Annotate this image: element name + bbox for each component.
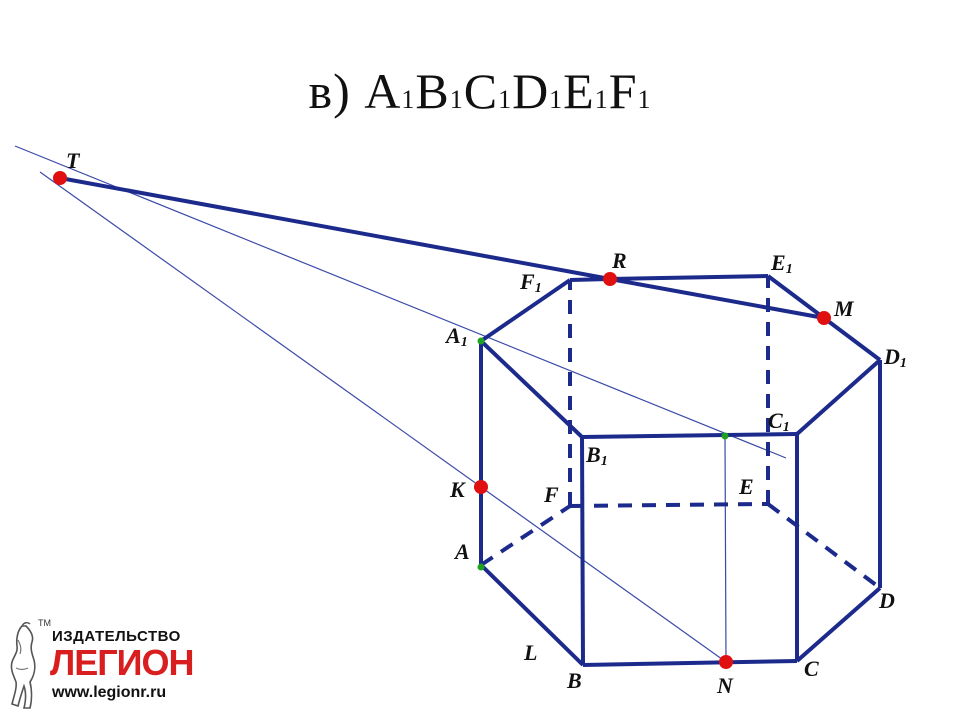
point-A: [477, 563, 485, 571]
edge-B1-C1: [581, 432, 798, 439]
logo-publisher-label: ИЗДАТЕЛЬСТВО: [52, 628, 181, 645]
edge-E-D: [766, 502, 882, 590]
title-A1: A1: [364, 63, 416, 119]
edge-R-M: [609, 277, 825, 320]
point-A1: [477, 337, 485, 345]
label-L: L: [523, 640, 537, 665]
point-M: [817, 311, 831, 325]
line-T-N: [39, 171, 727, 663]
point-R: [603, 272, 617, 286]
edge-F-E: [569, 502, 769, 508]
label-K: K: [449, 477, 466, 502]
point-mid-B1C1: [721, 432, 729, 440]
line-N-up: [724, 435, 727, 663]
point-K: [474, 480, 488, 494]
point-N: [719, 655, 733, 669]
edge-R-E1: [609, 274, 769, 281]
visible-edges: [59, 176, 882, 667]
edge-T-R: [59, 176, 611, 281]
label-R: R: [611, 248, 627, 273]
label-D1: D1: [883, 344, 907, 371]
points: [53, 171, 831, 669]
label-E1: E1: [770, 250, 793, 277]
publisher-logo: TM ИЗДАТЕЛЬСТВО ЛЕГИОН www.legionr.ru: [8, 618, 195, 714]
construction-lines: [14, 145, 787, 663]
label-F1: F1: [519, 269, 542, 296]
hidden-edges: [479, 276, 882, 590]
title-C1: C1: [463, 63, 513, 119]
horse-icon: [10, 621, 36, 709]
edge-A-B: [479, 563, 585, 667]
label-N: N: [716, 673, 734, 698]
title-B1: B1: [415, 63, 464, 119]
line-through-T-A1: [14, 145, 787, 459]
label-E: E: [738, 474, 754, 499]
title-F1: F1: [608, 63, 652, 119]
label-C: C: [804, 656, 819, 681]
label-A: A: [453, 539, 470, 564]
logo-website: www.legionr.ru: [52, 684, 167, 701]
label-C1: C1: [768, 408, 790, 435]
label-D: D: [878, 588, 895, 613]
edge-F1-A1: [479, 278, 572, 343]
edge-B-C: [582, 659, 798, 667]
label-F: F: [543, 482, 559, 507]
edge-C1-D1: [795, 358, 882, 436]
point-labels: T R E1 F1 M A1 D1 C1 B1 K F E A D L B N …: [66, 148, 907, 698]
label-T: T: [66, 148, 81, 173]
edge-C-D: [795, 586, 882, 663]
title-D1: D1: [512, 63, 564, 119]
edge-B1-B: [580, 436, 585, 666]
edge-A1-B1: [479, 339, 584, 439]
title-prefix: в): [308, 63, 365, 119]
edge-A-F: [479, 504, 572, 567]
label-B1: B1: [585, 442, 608, 469]
logo-tm: TM: [38, 618, 51, 628]
label-A1: A1: [444, 323, 468, 350]
point-T: [53, 171, 67, 185]
slide-title: в) A1B1C1D1E1F1: [0, 62, 960, 120]
label-M: M: [833, 296, 855, 321]
logo-brand-name: ЛЕГИОН: [50, 642, 195, 683]
title-E1: E1: [563, 63, 609, 119]
label-B: B: [566, 668, 582, 693]
